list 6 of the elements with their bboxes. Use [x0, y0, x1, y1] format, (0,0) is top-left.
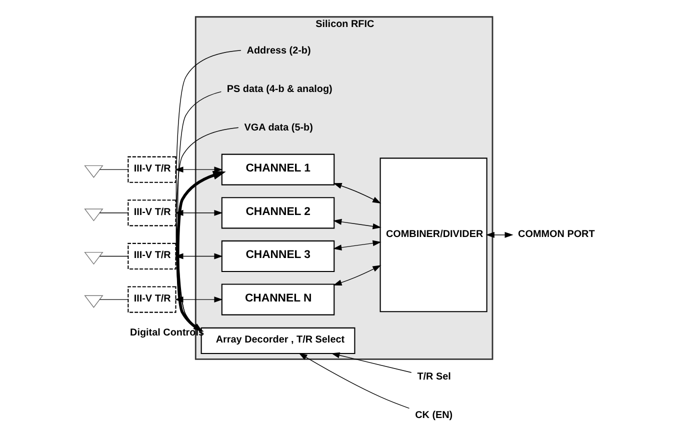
node-text: T/R Sel: [416, 372, 450, 383]
node-text: VGA data (5-b): [244, 122, 312, 134]
node-text: Address (2-b): [246, 46, 310, 57]
node-text: PS data (4-b & analog): [226, 84, 332, 95]
node-text: COMMON PORT: [518, 228, 594, 240]
node-text: CK (EN): [414, 410, 452, 421]
